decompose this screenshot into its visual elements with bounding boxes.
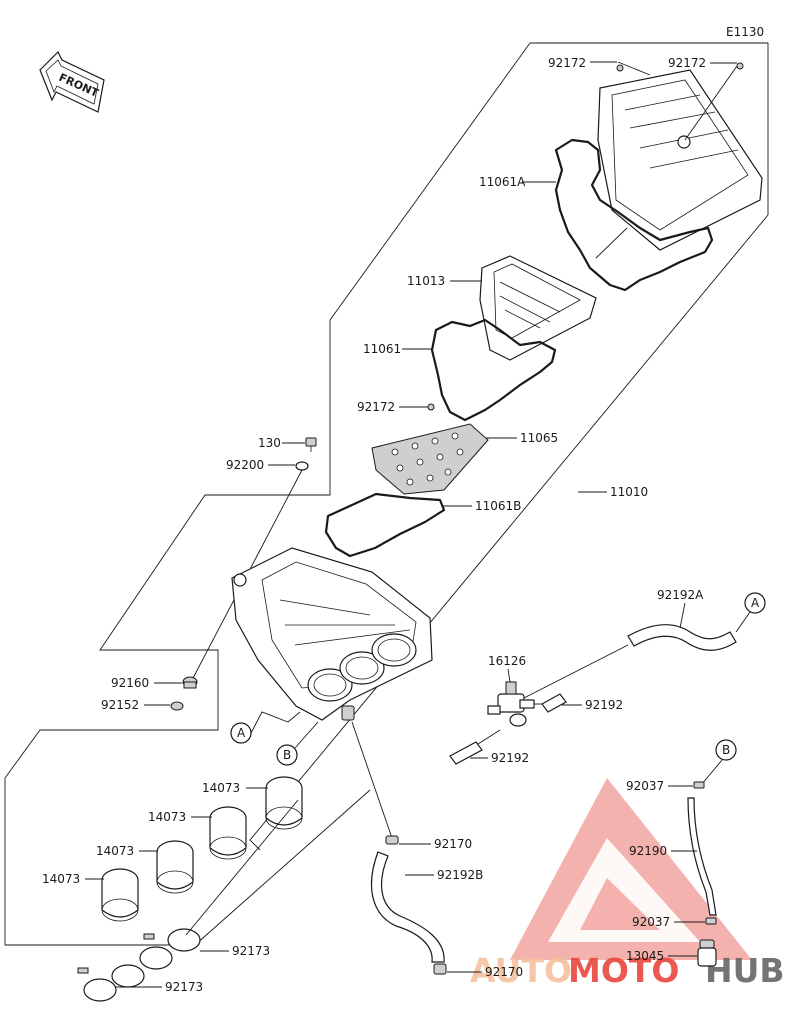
label-92192-b: 92192 — [491, 751, 529, 765]
filter-element — [479, 255, 597, 361]
washer-92200 — [295, 461, 309, 471]
label-14073-c: 14073 — [96, 844, 134, 858]
label-14073-b: 14073 — [148, 810, 186, 824]
label-16126: 16126 — [488, 654, 526, 668]
watermark: AUTO MOTO HUB — [470, 778, 785, 990]
label-11013: 11013 — [407, 274, 445, 288]
watermark-brand-moto: MOTO — [568, 951, 679, 990]
label-13045: 13045 — [626, 949, 664, 963]
label-92170-a: 92170 — [434, 837, 472, 851]
label-11061a: 11061A — [479, 175, 526, 189]
air-box-housing — [231, 547, 433, 721]
svg-text:A: A — [751, 596, 760, 610]
grommet-92152 — [170, 701, 184, 711]
clamp-92037-b — [705, 917, 717, 925]
hose-92190 — [687, 797, 717, 916]
label-92173-b: 92173 — [165, 980, 203, 994]
watermark-brand-auto: AUTO — [470, 951, 572, 990]
front-arrow-icon: FRONT — [39, 50, 105, 113]
label-92173-a: 92173 — [232, 944, 270, 958]
hose-92192b — [371, 851, 445, 963]
label-92160: 92160 — [111, 676, 149, 690]
label-92172-c: 92172 — [357, 400, 395, 414]
label-92172-b: 92172 — [668, 56, 706, 70]
gasket-11061b — [324, 492, 446, 558]
ref-marker-a-left: A — [230, 722, 252, 744]
label-92170-b: 92170 — [485, 965, 523, 979]
label-92172-a: 92172 — [548, 56, 586, 70]
label-92192-a: 92192 — [585, 698, 623, 712]
watermark-triangle-core — [580, 878, 660, 930]
clip-92170-a — [385, 835, 399, 845]
cap-13045 — [697, 939, 717, 967]
label-130: 130 — [258, 436, 281, 450]
group-outline — [4, 42, 769, 946]
clip-92170-b — [433, 963, 447, 975]
label-92200: 92200 — [226, 458, 264, 472]
plate-11065 — [371, 423, 489, 495]
bolt-130 — [305, 437, 317, 452]
svg-text:B: B — [283, 748, 291, 762]
label-92190: 92190 — [629, 844, 667, 858]
valve-16126 — [487, 681, 535, 727]
svg-text:B: B — [722, 743, 730, 757]
label-14073-d: 14073 — [42, 872, 80, 886]
top-cover — [597, 62, 763, 251]
label-11065: 11065 — [520, 431, 558, 445]
gasket-11061a — [554, 138, 714, 292]
funnels-14073 — [101, 776, 303, 922]
ref-marker-b-left: B — [276, 744, 298, 766]
clamp-92037-a — [693, 781, 705, 789]
watermark-triangle-inner — [548, 838, 700, 942]
hose-92192-a — [541, 693, 567, 713]
label-92037-a: 92037 — [626, 779, 664, 793]
hose-92192-b — [449, 741, 483, 765]
label-92192b: 92192B — [437, 868, 483, 882]
label-92037-b: 92037 — [632, 915, 670, 929]
ref-marker-b-right: B — [715, 739, 737, 761]
diagram-code: E1130 — [726, 25, 764, 39]
label-11061: 11061 — [363, 342, 401, 356]
label-92192a: 92192A — [657, 588, 704, 602]
watermark-brand-hub: HUB — [705, 951, 785, 990]
gasket-11061 — [430, 318, 557, 422]
hose-92192a — [627, 624, 737, 651]
label-11061b: 11061B — [475, 499, 521, 513]
label-14073-a: 14073 — [202, 781, 240, 795]
label-11010: 11010 — [610, 485, 648, 499]
ref-marker-a-right: A — [744, 592, 766, 614]
grommet-92160 — [182, 676, 198, 689]
label-92152: 92152 — [101, 698, 139, 712]
svg-text:A: A — [237, 726, 246, 740]
